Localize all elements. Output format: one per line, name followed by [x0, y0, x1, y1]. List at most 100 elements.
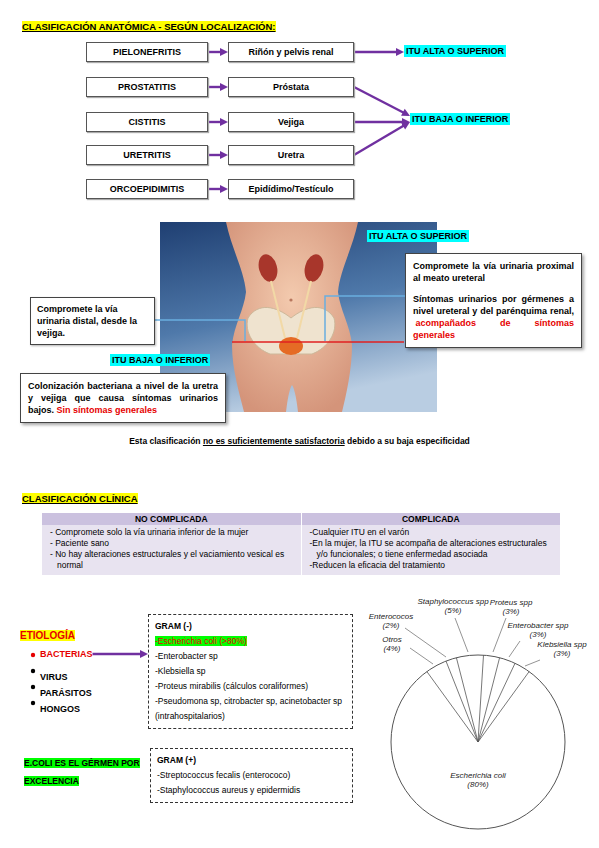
list-item: VIRUS [40, 672, 68, 682]
arrow-head [396, 48, 404, 56]
connector-arrow [208, 118, 228, 126]
text-paragraph: -Staphylococcus aureus y epidermidis [157, 783, 346, 798]
leader-line [325, 296, 405, 341]
table-header: COMPLICADA [402, 514, 460, 524]
arrow-head [220, 185, 228, 193]
arrow-head [401, 109, 410, 116]
connector-arrow [354, 118, 410, 126]
pie-divider [478, 672, 529, 742]
arrow-head [220, 83, 228, 91]
connector-arrow [208, 151, 228, 159]
section-heading: CLASIFICACIÓN CLÍNICA [22, 493, 138, 504]
node-text: Compromete la vía urinaria distal, desde… [37, 304, 137, 338]
node-text: -Klebsiella sp [155, 666, 206, 676]
node-text: GRAM (-) [155, 621, 192, 631]
connector-line [208, 51, 221, 53]
node-text: ORCOEPIDIMITIS [110, 184, 185, 194]
pie-leader [509, 641, 520, 657]
note-text: debido a su baja especificidad [347, 436, 470, 446]
connector-line [208, 188, 221, 190]
connector-arrow [354, 122, 410, 155]
organ-box: Próstata [228, 77, 354, 97]
note-text: Esta clasificación [129, 436, 200, 446]
label-box: CLASIFICACIÓN CLÍNICA [22, 488, 138, 506]
connector-arrow [208, 185, 228, 193]
node-text: URETRITIS [123, 150, 171, 160]
text-paragraph: PROSTATITIS [118, 82, 176, 92]
pie-leader [525, 660, 540, 666]
node-text: Compromete la vía urinaria proximal al m… [413, 261, 574, 283]
section-heading: ETIOLOGÍA [20, 630, 75, 641]
callout-panel: ITU ALTA O SUPERIOR Compromete la vía uri… [367, 225, 582, 348]
arrow-head [220, 48, 228, 56]
organ-box: Riñón y pelvis renal [228, 42, 354, 62]
callout-panel: ITU BAJA O INFERIORColonización bacteria… [20, 349, 226, 423]
kidney [256, 252, 281, 284]
text-paragraph: -Pseudomona sp, citrobacter sp, acinetob… [155, 694, 346, 724]
text-paragraph: GRAM (+) [157, 753, 346, 768]
organism-box: GRAM (-) -Escherichia coli (>80%)-Enterob… [148, 614, 353, 729]
connector-arrow [354, 87, 410, 116]
pie-chart [391, 618, 565, 829]
heading-row: ITU ALTA O SUPERIOR [367, 225, 582, 243]
note-text: no es suficientemente satisfactoria [203, 436, 345, 446]
label-box: ETIOLOGÍA [20, 625, 75, 643]
organ-box: Uretra [228, 145, 354, 165]
label-box: E.COLI ES EL GÉRMEN POR EXCELENCIA [24, 752, 144, 788]
bullet [31, 653, 35, 657]
list-item: PARÁSITOS [40, 688, 92, 698]
note-line: Esta clasificaciónno es suficientemente … [0, 436, 599, 446]
text-paragraph: -Enterobacter sp [155, 649, 346, 664]
condition-box: CISTITIS [86, 112, 208, 132]
node-text: acompañados de síntomas generales [413, 318, 574, 340]
label-box: Klebsiella spp (3%) [536, 640, 588, 658]
text-paragraph: -Klebsiella sp [155, 664, 346, 679]
text-paragraph: Próstata [273, 82, 309, 92]
node-text: Sin síntomas generales [57, 405, 158, 415]
arrow-head [401, 122, 410, 130]
node-text: Epidídimo/Testículo [249, 184, 334, 194]
node-text: ITU BAJA O INFERIOR [412, 114, 508, 124]
node-text: Próstata [273, 82, 309, 92]
arrow-head [220, 151, 228, 159]
connector-line [354, 51, 397, 53]
node-text: PROSTATITIS [118, 82, 176, 92]
text-paragraph: -Escherichia coli (>80%) [155, 634, 346, 649]
table-cell: - Compromete solo la vía urinaria inferi… [50, 527, 295, 538]
category-tag: ITU BAJA O INFERIOR [410, 113, 510, 125]
pie-leader [405, 628, 446, 657]
node-text: Riñón y pelvis renal [248, 47, 333, 57]
navel [289, 298, 292, 301]
text-paragraph: -Proteus mirabilis (cálculos coraliforme… [155, 679, 346, 694]
heading-row: ITU BAJA O INFERIOR [20, 349, 226, 367]
text-paragraph: Síntomas urinarios por gérmenes a nivel … [413, 293, 574, 341]
pie-label: Escherichia coli (80%) [450, 771, 506, 789]
node-text: -Staphylococcus aureus y epidermidis [157, 785, 300, 795]
connector-arrow [208, 48, 228, 56]
pie-divider [478, 655, 484, 742]
pie-outline [391, 655, 565, 829]
connector-arrow [354, 48, 404, 56]
comparison-table: NO COMPLICADA COMPLICADA - Compromete so… [42, 513, 560, 575]
text-paragraph: Compromete la vía urinaria proximal al m… [413, 260, 574, 284]
text-paragraph: ORCOEPIDIMITIS [110, 184, 185, 194]
label-box: VIRUS [40, 666, 68, 684]
pie-label: Enterococos (2%) [369, 612, 413, 630]
node-text: -Pseudomona sp, citrobacter sp, acinetob… [155, 696, 342, 721]
ureter [297, 281, 311, 338]
connector-line [208, 86, 221, 88]
node-text: BACTERIAS [40, 649, 93, 659]
label-box: Proteus spp (3%) [488, 598, 534, 616]
table-header: NO COMPLICADA [135, 514, 208, 524]
pie-leader [410, 648, 433, 664]
pie-label: Proteus spp (3%) [490, 598, 533, 616]
section-tag: ITU ALTA O SUPERIOR [367, 230, 469, 242]
label-box: Escherichia coli (80%) [443, 771, 513, 789]
organism-box: GRAM (+)-Streptococcus fecalis (enteroco… [150, 748, 353, 803]
node-text: Uretra [278, 150, 305, 160]
text-paragraph: Uretra [278, 150, 305, 160]
text-paragraph: BACTERIAS [40, 649, 93, 659]
text-panel: Compromete la vía urinaria proximal al m… [405, 253, 582, 348]
bullet [31, 685, 35, 689]
